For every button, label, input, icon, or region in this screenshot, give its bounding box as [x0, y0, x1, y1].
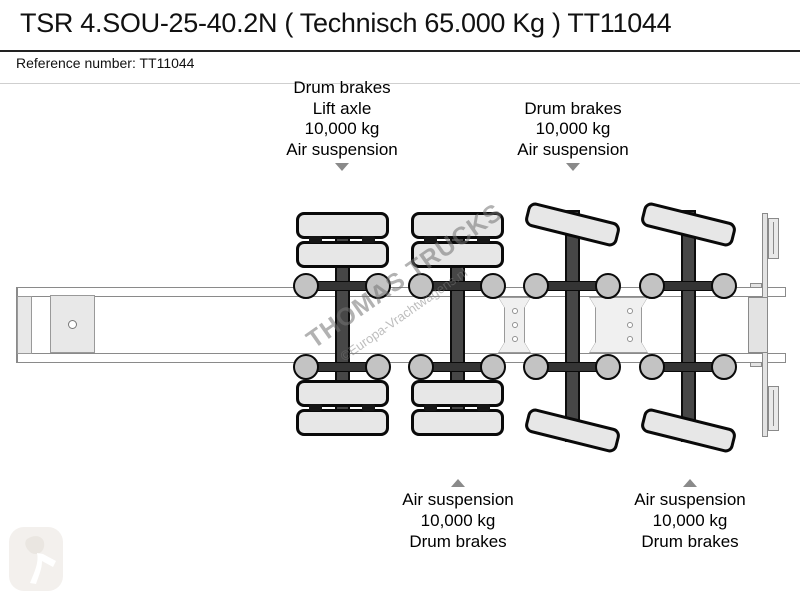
annotation-line: Drum brakes: [524, 98, 622, 118]
bolt-hole: [512, 336, 518, 342]
axle-3-axle-beam: [564, 210, 580, 442]
axle-4-hub: [639, 272, 665, 299]
axle-1-tire-link: [362, 404, 375, 411]
annotation-line: Drum brakes: [641, 531, 739, 551]
axle-2-tire-link: [424, 236, 437, 243]
site-logo: [9, 527, 63, 591]
axle-2-tire: [410, 380, 504, 407]
annotation-line: 10,000 kg: [420, 510, 496, 530]
pointer-up-icon: [451, 479, 465, 487]
axle-1-hub: [365, 353, 391, 380]
axle-2-tire: [410, 212, 504, 239]
reference-divider: [0, 83, 800, 84]
pointer-down-icon: [335, 162, 349, 171]
axle-4-axle-beam: [680, 210, 696, 442]
axle-1-hub: [293, 272, 319, 299]
front-crossmember: [17, 296, 32, 354]
annotation-line: 10,000 kg: [535, 119, 611, 139]
annotation-line: Air suspension: [634, 490, 746, 509]
axle-4-hub: [639, 353, 665, 380]
title-divider: [0, 50, 800, 52]
axle-1-hub: [293, 353, 319, 380]
axle-3-hub: [595, 353, 621, 380]
logo-background: [9, 527, 63, 591]
annotation-line: Air suspension: [517, 140, 629, 160]
axle-2-hub: [408, 353, 434, 380]
annotation-line: Drum brakes: [293, 77, 391, 97]
axle-4-hub: [711, 353, 737, 380]
kingpin: [68, 320, 77, 329]
axle-2-hub: [408, 272, 434, 299]
axle-2-tire-link: [424, 404, 437, 411]
bolt-hole: [627, 308, 633, 314]
axle-2-hub: [480, 353, 506, 380]
axle-1-tire: [295, 409, 389, 436]
crossmember-panel-2-fill: [590, 298, 647, 352]
axle-1-hub: [365, 272, 391, 299]
rear-marker-left: [768, 218, 779, 259]
bolt-hole: [512, 308, 518, 314]
axle-3-hub: [595, 272, 621, 299]
annotation-line: Air suspension: [286, 140, 398, 160]
page-title: TSR 4.SOU-25-40.2N ( Technisch 65.000 Kg…: [20, 8, 672, 38]
pointer-up-icon: [683, 479, 697, 487]
rear-marker-detail: [773, 222, 778, 254]
logo-figure-head: [25, 536, 45, 555]
bolt-hole: [627, 322, 633, 328]
rear-tab: [750, 283, 762, 288]
axle-4-hub: [711, 272, 737, 299]
bolt-hole: [627, 336, 633, 342]
axle-2-tire-link: [477, 236, 490, 243]
axle-1-tire: [295, 380, 389, 407]
axle-3-hub: [523, 353, 549, 380]
rear-marker-right: [768, 386, 779, 431]
rear-marker-detail: [773, 390, 778, 426]
annotation-line: 10,000 kg: [652, 510, 728, 530]
axle-2-hub: [480, 272, 506, 299]
bolt-hole: [512, 322, 518, 328]
axle-2-tire: [410, 241, 504, 268]
crossmember-panel-2: [589, 297, 648, 353]
annotation-line: Drum brakes: [409, 531, 507, 551]
axle-1-tire: [295, 212, 389, 239]
reference-number: Reference number: TT11044: [16, 55, 195, 71]
pointer-down-icon: [566, 162, 580, 171]
axle-1-tire-link: [362, 236, 375, 243]
rear-crossmember: [748, 297, 768, 353]
annotation-line: Lift axle: [312, 98, 372, 118]
logo-figure-body: [30, 553, 56, 584]
annotation-line: Air suspension: [402, 490, 514, 509]
axle-2-tire: [410, 409, 504, 436]
axle-3-hub: [523, 272, 549, 299]
axle-2-tire-link: [477, 404, 490, 411]
axle-1-tire-link: [309, 236, 322, 243]
annotation-line: 10,000 kg: [304, 119, 380, 139]
rear-tab: [750, 362, 762, 367]
axle-1-tire-link: [309, 404, 322, 411]
axle-1-tire: [295, 241, 389, 268]
